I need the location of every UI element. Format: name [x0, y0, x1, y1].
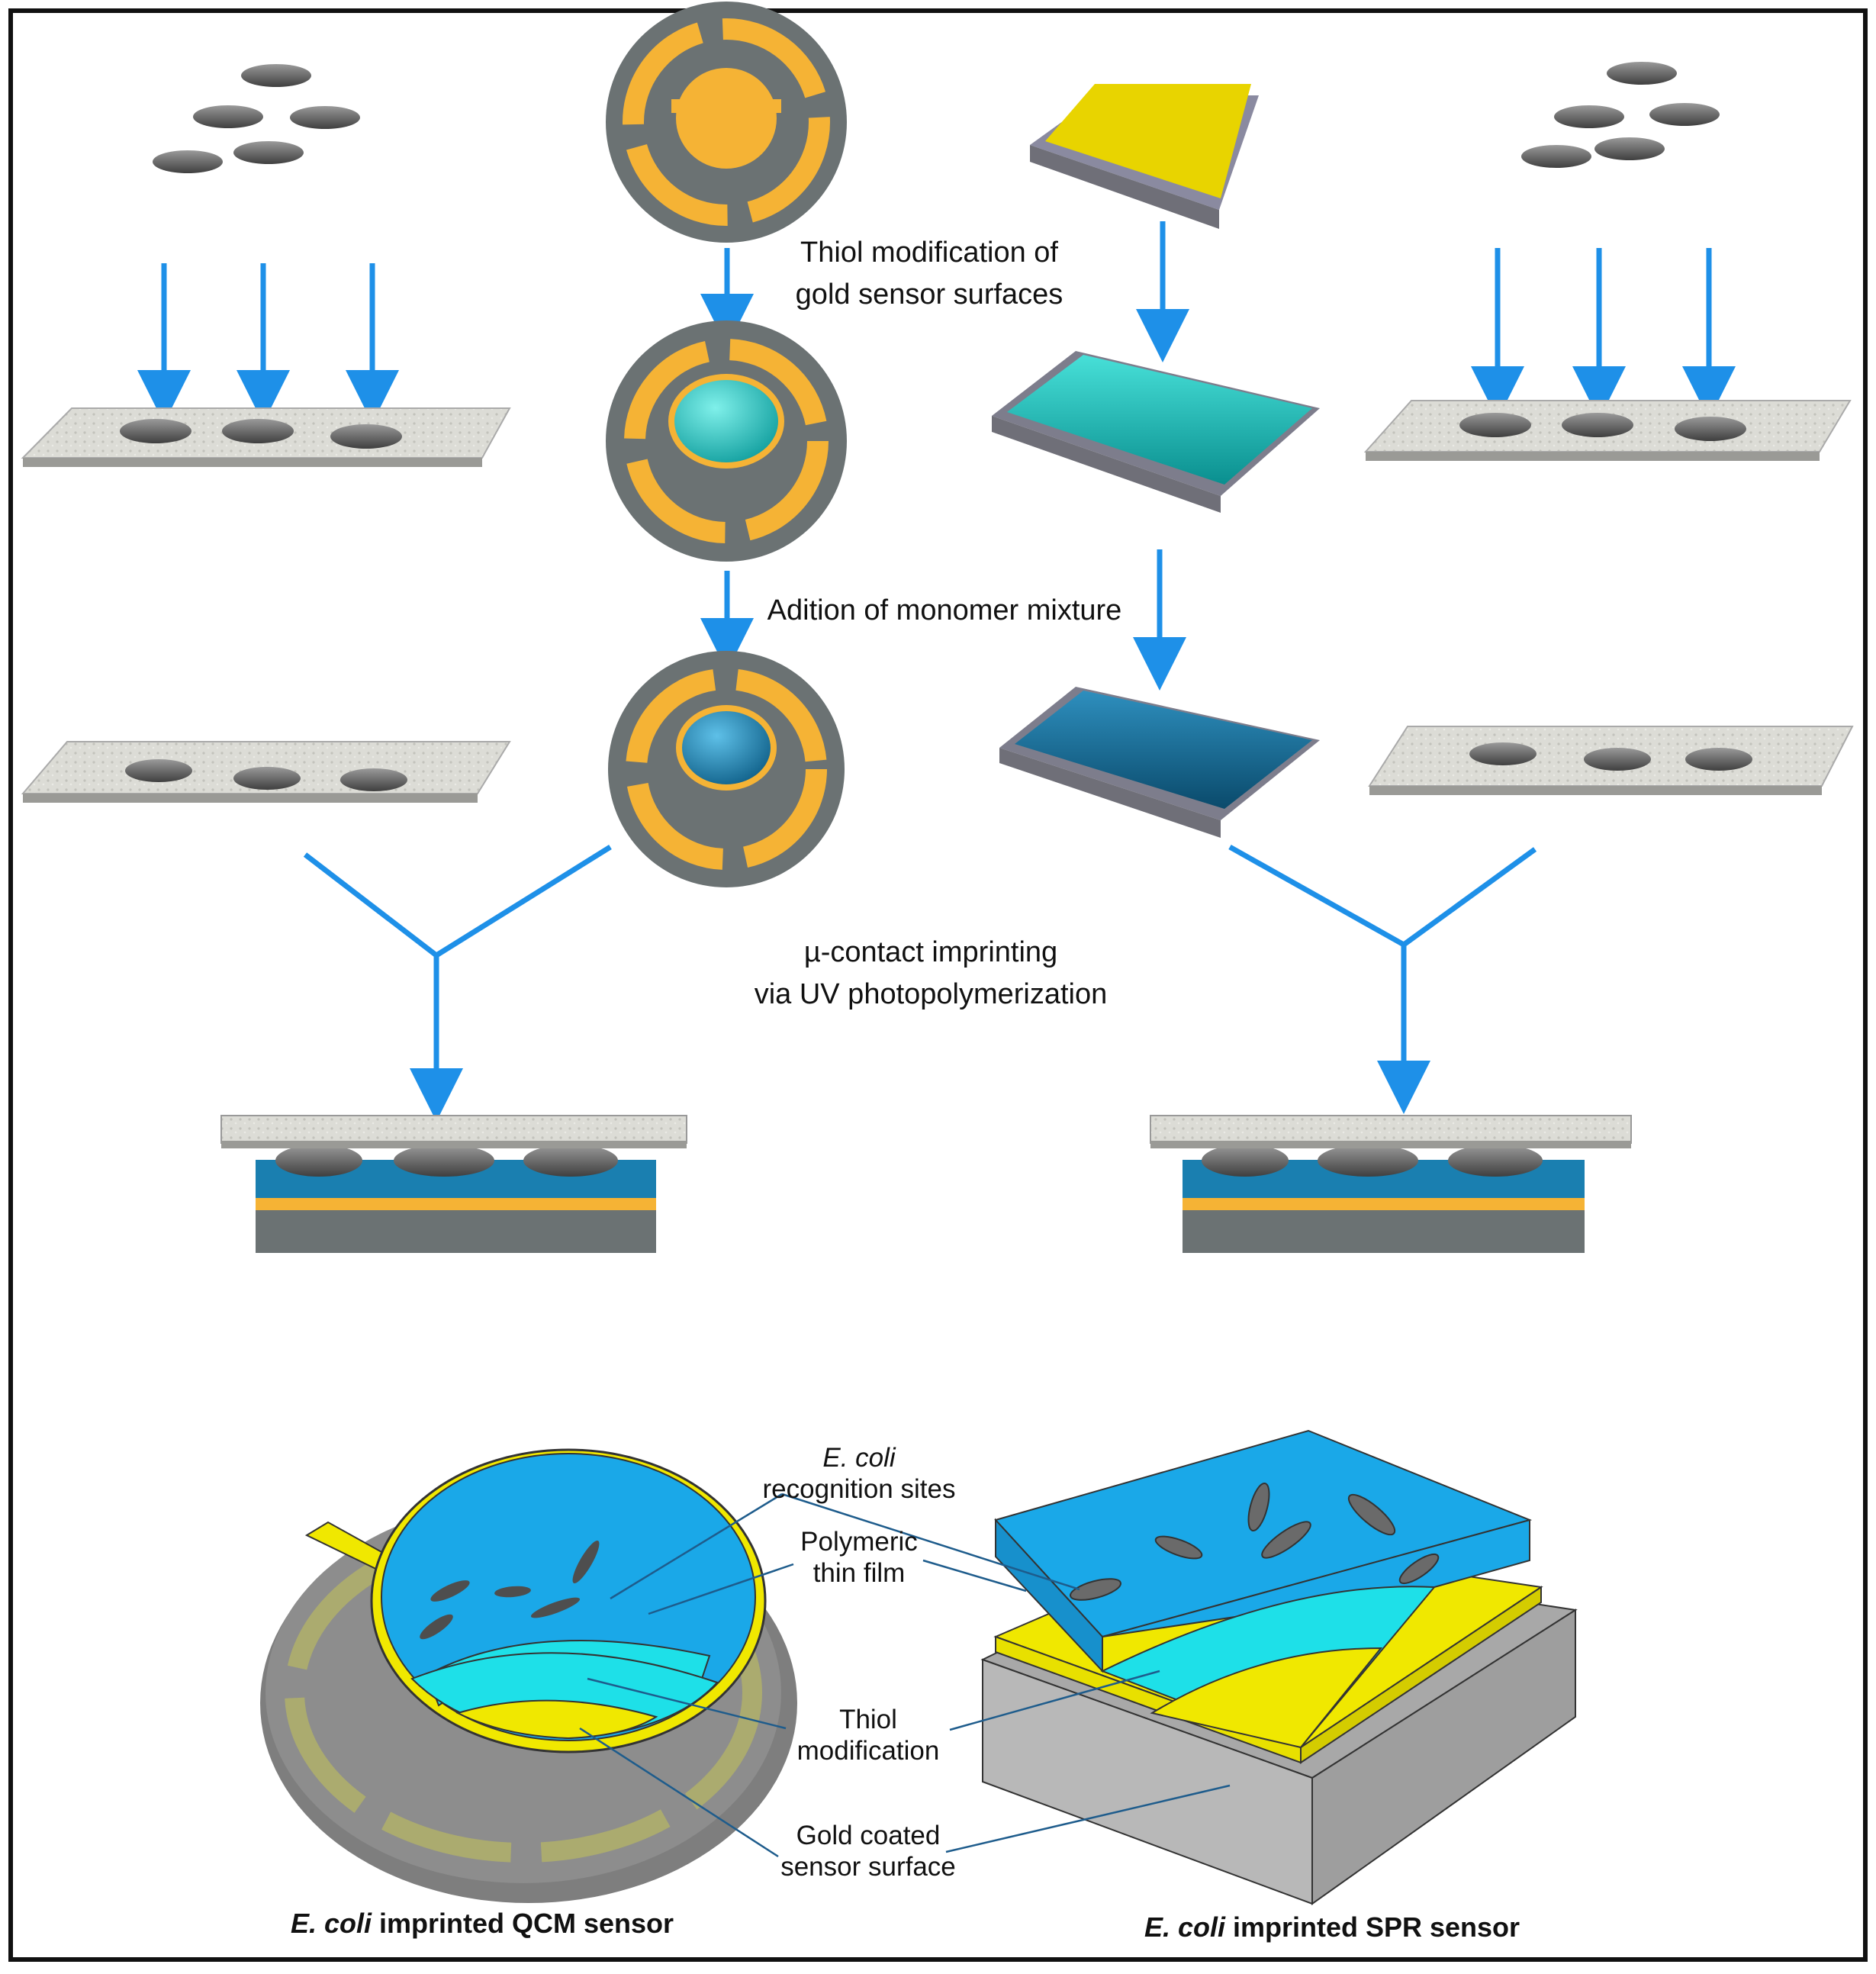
stamp-right — [1363, 400, 1852, 461]
stamping-arrows-right — [1471, 248, 1736, 420]
qcm-sensor-detail — [260, 1448, 797, 1903]
step-thiol-line2: gold sensor surfaces — [796, 279, 1063, 311]
stamping-arrows-left — [137, 263, 399, 423]
label-recognition-italic: E. coli — [822, 1443, 896, 1473]
caption-spr-rest: imprinted SPR sensor — [1225, 1911, 1520, 1943]
caption-qcm: E. coli imprinted QCM sensor — [291, 1908, 674, 1939]
label-thiol-line2: modification — [797, 1736, 940, 1766]
qcm-disc-gold — [606, 2, 847, 243]
bacteria-cluster-right — [1521, 62, 1720, 168]
label-gold-line1: Gold coated — [796, 1821, 941, 1850]
stamp-middle-right — [1368, 726, 1854, 795]
converge-arrows-left — [303, 845, 612, 1122]
outer-border — [8, 8, 1868, 1962]
caption-spr-italic: E. coli — [1144, 1911, 1226, 1943]
stamp-middle-left — [21, 741, 511, 803]
imprint-stack-right — [1150, 1115, 1632, 1253]
spr-plate-polymer — [999, 687, 1320, 838]
imprint-stack-left — [220, 1115, 687, 1253]
step-imprint-line1: µ-contact imprinting — [804, 936, 1057, 968]
label-recognition-sites: recognition sites — [763, 1474, 956, 1504]
label-polymeric-line2: thin film — [813, 1558, 906, 1588]
label-polymeric-line1: Polymeric — [800, 1527, 918, 1557]
spr-plate-gold — [1030, 84, 1259, 229]
step-imprint-line2: via UV photopolymerization — [755, 978, 1108, 1010]
bacteria-cluster-left — [153, 64, 360, 173]
label-thiol-line1: Thiol — [839, 1705, 897, 1734]
spr-plate-thiol — [992, 351, 1320, 513]
leader-lines — [579, 1493, 1231, 1858]
stamp-left — [21, 407, 511, 467]
step-thiol-line1: Thiol modification of — [800, 237, 1058, 269]
label-gold-line2: sensor surface — [780, 1852, 956, 1882]
qcm-disc-polymer — [608, 651, 845, 887]
spr-sensor-detail — [980, 1429, 1578, 1905]
converge-arrows-right — [1228, 844, 1537, 1114]
caption-spr: E. coli imprinted SPR sensor — [1144, 1911, 1520, 1943]
caption-qcm-rest: imprinted QCM sensor — [372, 1908, 674, 1939]
qcm-disc-thiol — [606, 320, 847, 562]
caption-qcm-italic: E. coli — [291, 1908, 372, 1939]
step-monomer: Adition of monomer mixture — [767, 594, 1122, 626]
